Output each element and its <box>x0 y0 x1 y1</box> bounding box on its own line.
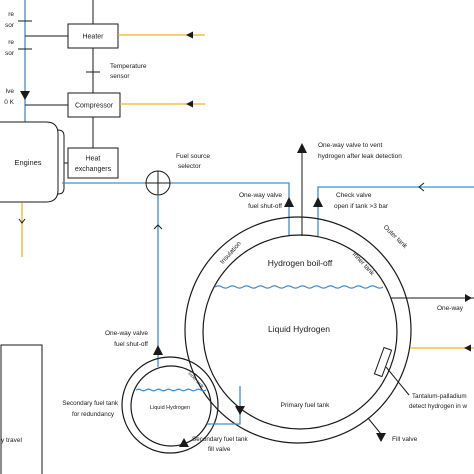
primary-insulation-label: Insulation <box>219 240 243 266</box>
fuel-source-selector-label-line2: selector <box>178 163 202 170</box>
heat-exchangers-label-line2: exchangers <box>75 166 112 173</box>
valve-label-line1: lve <box>6 88 15 95</box>
primary-liquid-hydrogen-label: Liquid Hydrogen <box>268 324 330 334</box>
secondary-liquid-surface <box>135 388 207 392</box>
sensor-label-2-line1: re <box>8 39 14 46</box>
engines-flow-chevron-icon <box>18 218 26 224</box>
vent-valve-icon <box>297 143 307 153</box>
right-valve-icon <box>465 294 472 302</box>
vent-valve-label-line1: One-way valve to vent <box>318 142 383 149</box>
secondary-tank-label-line1: Secondary fuel tank <box>62 400 119 407</box>
sensor-label-1-line2: sor <box>5 22 15 29</box>
primary-fuel-tank-label: Primary fuel tank <box>281 402 331 409</box>
primary-outer-tank <box>184 216 412 444</box>
secondary-fill-valve-label-line2: fill valve <box>208 446 231 453</box>
secondary-fill-valve-label-line1: Secondary fuel tank <box>192 436 249 443</box>
heat-exchangers-label-line1: Heat <box>86 156 101 163</box>
secondary-fill-line <box>207 386 241 425</box>
secondary-inner-tank-label: Inner tank <box>187 371 205 389</box>
secondary-liquid-hydrogen-label: Liquid Hydrogen <box>150 405 190 411</box>
bottom-left-box-label: y travel <box>1 437 23 444</box>
fill-valve-label: Fill valve <box>392 436 418 443</box>
bottom-left-box <box>0 344 43 474</box>
heater-label: Heater <box>82 34 104 41</box>
leak-sensor-element <box>373 346 393 378</box>
right-yellow-arrow-icon <box>464 344 471 352</box>
primary-inner-tank <box>202 234 398 430</box>
fill-valve-line <box>367 417 382 435</box>
primary-outer-tank-label: Outer tank <box>382 224 409 251</box>
secondary-shutoff-label-line1: One-way valve <box>105 330 148 337</box>
engines-box <box>0 121 59 203</box>
primary-liquid-surface <box>214 285 384 289</box>
secondary-line-flow-chevron-icon <box>153 224 163 230</box>
primary-feed-line <box>170 182 290 236</box>
primary-shutoff-valve-icon <box>284 197 294 207</box>
secondary-shutoff-label-line2: fuel shut-off <box>114 341 148 348</box>
secondary-fill-arrow-icon <box>235 406 245 415</box>
compressor-label: Compressor <box>75 103 114 110</box>
secondary-outer-tank <box>121 356 219 454</box>
hydrogen-boil-off-label: Hydrogen boil-off <box>268 258 333 268</box>
secondary-shutoff-valve-icon <box>153 345 163 355</box>
sensor-label-1-line1: re <box>8 11 14 18</box>
valve-arrow-down-icon <box>20 91 30 100</box>
check-valve-line <box>317 186 474 236</box>
secondary-fill-valve-icon <box>179 438 189 447</box>
check-line-flow-chevron-icon <box>418 182 425 192</box>
compressor-flow-arrow-icon <box>186 100 193 108</box>
engines-flange <box>57 129 65 195</box>
primary-shutoff-label-line1: One-way valve <box>239 192 282 199</box>
secondary-inner-tank <box>130 365 212 447</box>
heater-flow-arrow-icon <box>186 31 193 39</box>
primary-shutoff-label-line2: fuel shut-off <box>248 203 282 210</box>
leak-sensor-label-line1: Tantalum-palladium <box>412 393 467 400</box>
leak-sensor-lead <box>385 366 410 396</box>
fuel-source-selector-label-line1: Fuel source <box>176 153 210 160</box>
check-valve-icon <box>313 197 323 207</box>
vent-valve-label-line2: hydrogen after leak detection <box>318 153 402 160</box>
right-valve-label: One-way <box>437 305 464 312</box>
compressor-box <box>67 92 121 118</box>
temperature-sensor-label-line2: sensor <box>110 73 130 80</box>
secondary-tank-label-line2: for redundancy <box>72 411 115 418</box>
sensor-label-2-line2: sor <box>5 50 15 57</box>
leak-sensor-label-line2: detect hydrogen in w <box>409 403 468 410</box>
primary-inner-tank-label: Inner tank <box>351 251 376 277</box>
engines-label: Engines <box>14 158 41 167</box>
check-valve-label-line2: open if tank >3 bar <box>334 203 389 210</box>
check-valve-label-line1: Check valve <box>336 192 372 199</box>
fill-valve-icon <box>376 433 386 442</box>
temperature-sensor-label-line1: Temperature <box>110 63 147 70</box>
valve-label-line2: 0 K <box>4 99 14 106</box>
heat-exchangers-box <box>67 147 119 179</box>
